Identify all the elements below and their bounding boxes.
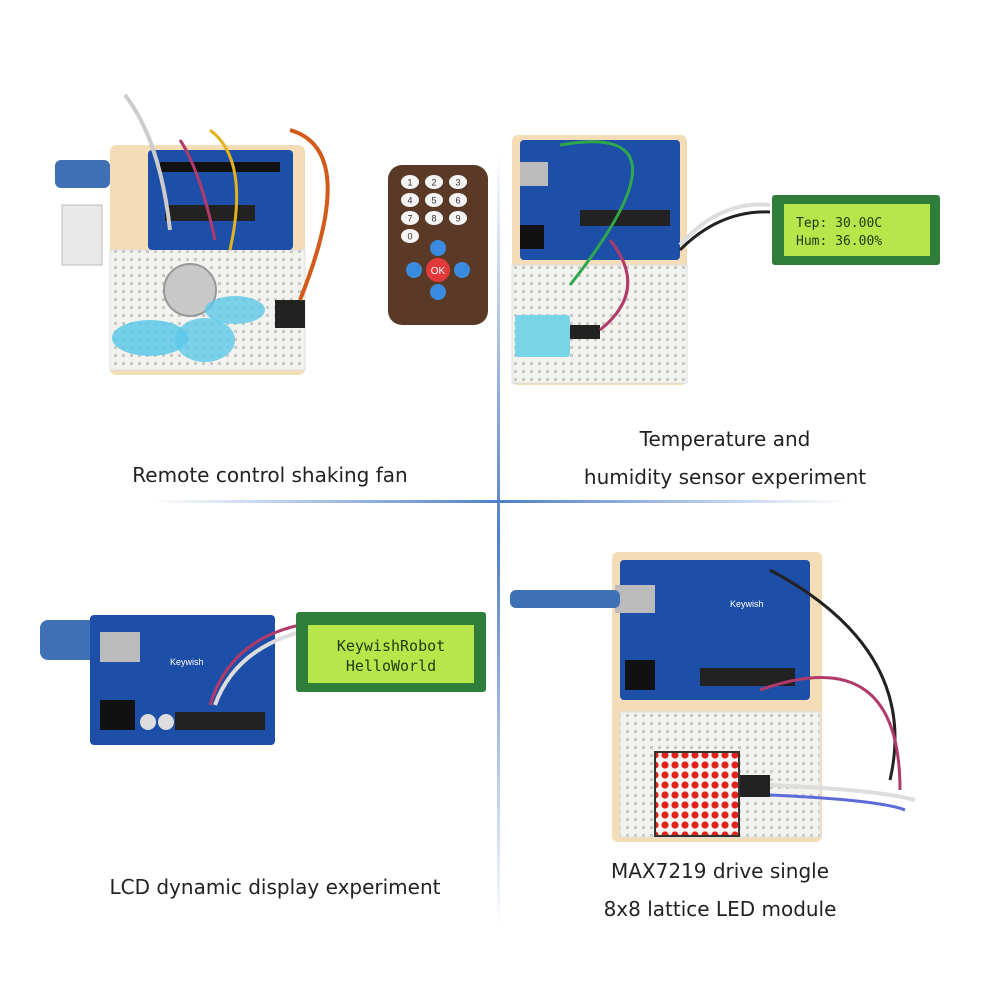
caption-line: Remote control shaking fan xyxy=(132,463,408,487)
led-matrix-kit-photo xyxy=(510,552,916,842)
remote-key xyxy=(425,175,443,189)
remote-key-label: 4 xyxy=(407,196,412,206)
caption-line: humidity sensor experiment xyxy=(583,465,867,489)
lcd-line-1: KeywishRobot xyxy=(337,637,445,655)
remote-key-label: 5 xyxy=(431,196,436,206)
remote-key-label: 0 xyxy=(407,232,412,242)
remote-key xyxy=(449,193,467,207)
caption-lcd: LCD dynamic display experiment xyxy=(95,868,455,906)
remote-key-label: 1 xyxy=(407,178,412,188)
caption-line: MAX7219 drive single xyxy=(610,859,830,883)
temperature-kit-photo xyxy=(511,135,771,385)
brand-label: Keywish xyxy=(730,599,764,609)
remote-key-label: 8 xyxy=(431,214,436,224)
caption-temperature: Temperature and humidity sensor experime… xyxy=(570,420,880,496)
vertical-divider xyxy=(497,150,500,930)
remote-key-label: 3 xyxy=(455,178,460,188)
remote-key xyxy=(401,211,419,225)
remote-key xyxy=(449,175,467,189)
ir-remote-control: 1 2 3 4 5 6 7 8 9 0 OK xyxy=(388,165,488,325)
remote-key xyxy=(401,229,419,243)
lcd-module-hello: KeywishRobot HelloWorld xyxy=(296,612,486,692)
remote-key-label: 7 xyxy=(407,214,412,224)
remote-key xyxy=(401,175,419,189)
caption-line: 8x8 lattice LED module xyxy=(603,897,837,921)
lcd-line-1: Tep: 30.00C xyxy=(796,216,882,231)
fan-kit-photo xyxy=(55,93,330,375)
remote-key xyxy=(449,211,467,225)
remote-key-label: 2 xyxy=(431,178,436,188)
lcd-line-2: HelloWorld xyxy=(346,657,436,675)
lcd-module-humidity: Tep: 30.00C Hum: 36.00% xyxy=(772,195,940,265)
remote-key xyxy=(401,193,419,207)
lcd-kit-photo xyxy=(40,615,301,745)
caption-line: LCD dynamic display experiment xyxy=(109,875,441,899)
remote-key xyxy=(425,211,443,225)
brand-label: Keywish xyxy=(170,657,204,667)
caption-fan: Remote control shaking fan xyxy=(120,456,420,494)
lcd-line-2: Hum: 36.00% xyxy=(796,234,882,249)
caption-line: Temperature and xyxy=(639,427,811,451)
caption-led-matrix: MAX7219 drive single 8x8 lattice LED mod… xyxy=(600,852,840,928)
horizontal-divider xyxy=(150,500,850,503)
remote-key-label: 6 xyxy=(455,196,460,206)
remote-key-label: 9 xyxy=(455,214,460,224)
remote-key xyxy=(425,193,443,207)
ok-key-label: OK xyxy=(431,266,446,277)
